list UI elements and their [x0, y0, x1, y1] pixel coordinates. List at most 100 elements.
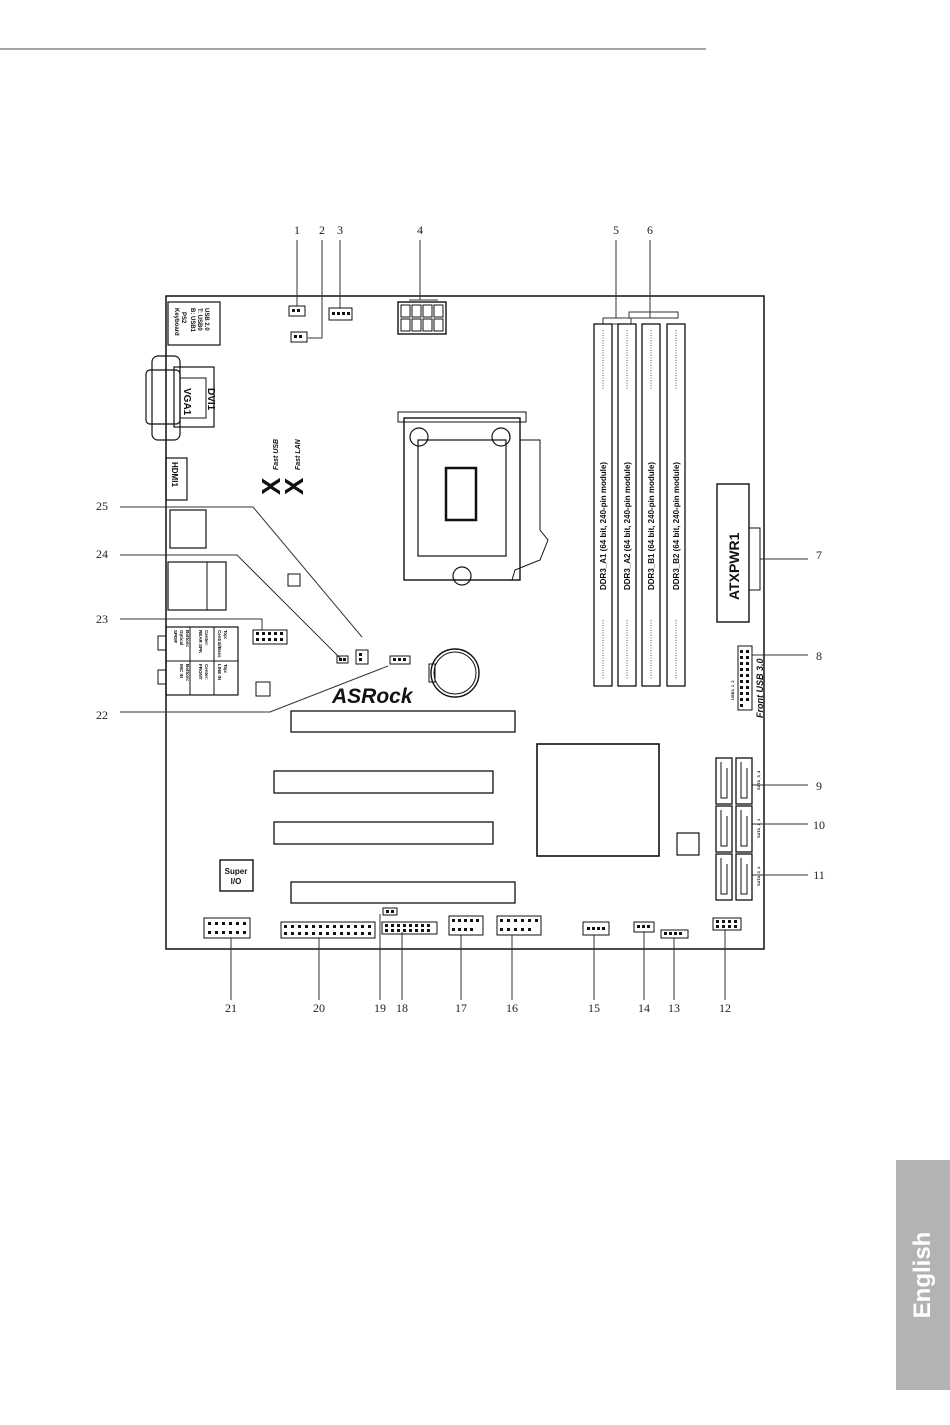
- audio-label-6a: Bottom:: [185, 664, 190, 682]
- callout-2: 2: [319, 223, 325, 237]
- language-tab: English: [896, 1160, 950, 1390]
- usb3-header-label: USB3_1_2: [730, 680, 735, 700]
- usb-ps2-port: [167, 301, 221, 346]
- callout-numbers: 1 2 3 4 5 6 7 8 9 10 11 12 13 14 15 16 1…: [96, 223, 825, 1015]
- xfast-logos: X X Fast USB Fast LAN: [256, 438, 309, 495]
- audio-label-1b: Central/Bass: [217, 630, 222, 658]
- dimm-b1: [641, 323, 661, 687]
- audio-label-4b: LINE IN: [217, 664, 222, 680]
- xfast-usb-mark: X: [256, 477, 286, 495]
- audio-label-4a: Top:: [223, 664, 228, 674]
- callout-23: 23: [96, 612, 108, 626]
- usb-label-3: B: USB1: [189, 308, 195, 333]
- sata-2-1-label: SATA_2_1: [756, 818, 761, 838]
- dvi-connector: [173, 366, 215, 428]
- callout-24: 24: [96, 547, 108, 561]
- callout-8: 8: [816, 649, 822, 663]
- vga-label: VGA1: [181, 388, 192, 416]
- dimm-b2: [666, 323, 686, 687]
- dimm-slots: DDR3_A1 (64 bit, 240-pin module) DDR3_A2…: [593, 323, 686, 687]
- audio-label-5a: Center:: [204, 664, 209, 680]
- front-usb3-header: Front USB 3.0 USB3_1_2: [730, 645, 765, 718]
- callout-17: 17: [455, 1001, 467, 1015]
- hdmi-port: [165, 457, 188, 501]
- lan-usb-stack: [167, 561, 227, 611]
- pcie-slot-1: [290, 710, 516, 733]
- pci-slot-2: [273, 821, 494, 845]
- mid-small-headers: [252, 629, 411, 665]
- audio-label-3b: Optical: [179, 630, 184, 645]
- callout-5: 5: [613, 223, 619, 237]
- callout-1: 1: [294, 223, 300, 237]
- super-io-label-2: I/O: [231, 877, 242, 886]
- audio-label-5b: FRONT: [198, 664, 203, 680]
- callout-21: 21: [225, 1001, 237, 1015]
- callout-9: 9: [816, 779, 822, 793]
- audio-label-3a: Bottom:: [185, 630, 190, 648]
- atx-12v-connector: [397, 301, 447, 335]
- header-18: [381, 921, 438, 935]
- lan-chip: [287, 573, 301, 587]
- fan-header-15: [582, 921, 610, 936]
- cmos-battery: [428, 648, 480, 698]
- usb-header-17: [448, 915, 484, 936]
- top-headers: [288, 305, 353, 343]
- atx-power-connector: ATXPWR1: [716, 483, 761, 623]
- jumper-24: [336, 655, 349, 664]
- header-22: [389, 655, 411, 665]
- cpu-socket: [397, 411, 549, 586]
- callout-4: 4: [417, 223, 423, 237]
- callout-6: 6: [647, 223, 653, 237]
- super-io-chip: Super I/O: [219, 859, 254, 892]
- vga-port-body: [179, 377, 207, 419]
- header-13: [660, 929, 689, 939]
- callout-11: 11: [813, 868, 825, 882]
- super-io-label-1: Super: [225, 867, 248, 876]
- brand-logo: ASRock: [331, 685, 414, 708]
- chipset: [536, 743, 660, 857]
- sata-0-1-label: SATA_0_1: [756, 866, 761, 886]
- sata-ports: SATA_3_4 SATA_2_1 SATA_0_1: [715, 757, 761, 901]
- header-12: [712, 917, 742, 931]
- callout-25: 25: [96, 499, 108, 513]
- header-21: [203, 917, 251, 939]
- dimm-b1-label: DDR3_B1 (64 bit, 240-pin module): [647, 462, 656, 590]
- audio-label-2b: REAR SPK: [198, 630, 203, 654]
- dvi-label: DVI1: [205, 388, 216, 411]
- header-23: [252, 629, 288, 645]
- ps2-label-2: Keyboard: [173, 308, 179, 336]
- callout-12: 12: [719, 1001, 731, 1015]
- audio-codec-chip: [255, 681, 271, 697]
- audio-label-2a: Center:: [204, 630, 209, 646]
- jumper-19: [382, 907, 398, 916]
- ps2-label-1: PS2: [180, 312, 186, 324]
- xfast-lan-mark: X: [279, 477, 309, 495]
- atxpwr-label: ATXPWR1: [726, 532, 742, 600]
- usb-label-2: T: USB0: [196, 308, 202, 331]
- expansion-slots: [273, 710, 516, 904]
- board-outline: [165, 295, 765, 950]
- fast-lan-label: Fast LAN: [295, 438, 302, 470]
- fan-header-3: [328, 307, 353, 321]
- header-20: [280, 921, 376, 939]
- leader-lines: [120, 240, 808, 1000]
- callout-7: 7: [816, 548, 822, 562]
- dimm-b2-label: DDR3_B2 (64 bit, 240-pin module): [672, 462, 681, 590]
- audio-label-1a: Top:: [223, 630, 228, 640]
- hdmi-label: HDMI1: [170, 462, 179, 487]
- dimm-a2: [617, 323, 637, 687]
- vga-connector-inner: [145, 369, 181, 425]
- pci-slot-1: [273, 770, 494, 794]
- header-14: [633, 921, 655, 933]
- audio-label-6b: MIC IN: [179, 664, 184, 678]
- audio-label-3c: SPDIF: [173, 630, 178, 644]
- callout-16: 16: [506, 1001, 518, 1015]
- usb-header-16: [496, 915, 542, 936]
- fast-usb-label: Fast USB: [273, 439, 280, 470]
- pcie-slot-2: [290, 881, 516, 904]
- callout-22: 22: [96, 708, 108, 722]
- rear-io-panel: USB 2.0 T: USB0 B: USB1 PS2 Keyboard DVI…: [145, 301, 301, 697]
- language-tab-label: English: [909, 1231, 936, 1319]
- callout-19: 19: [374, 1001, 386, 1015]
